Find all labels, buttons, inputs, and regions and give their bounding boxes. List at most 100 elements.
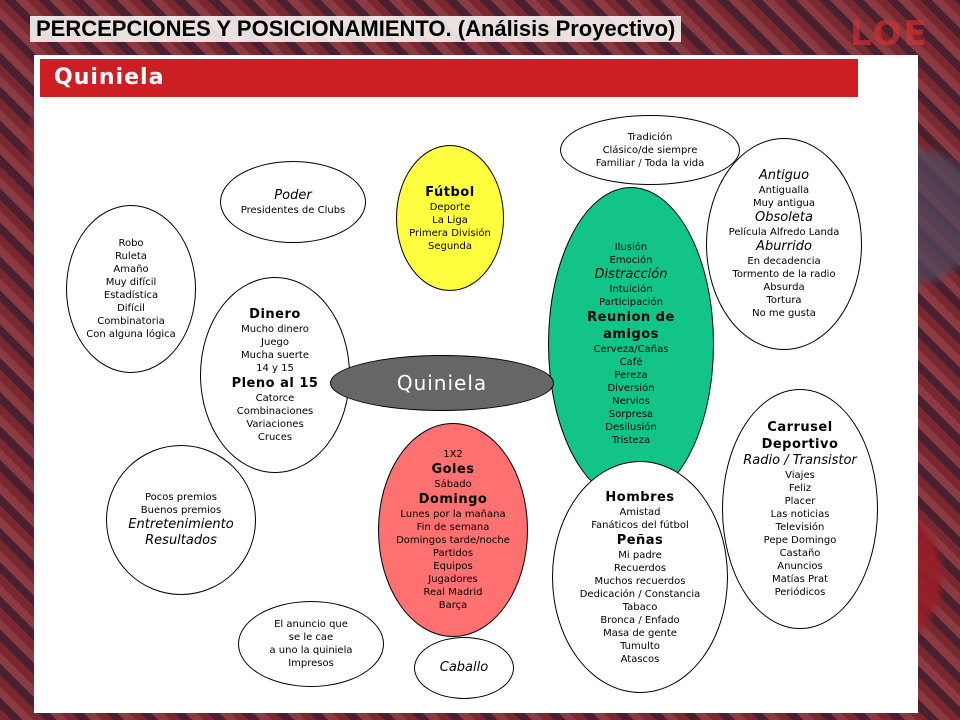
- oval-heading: Dinero: [249, 307, 301, 322]
- oval-item: Bronca / Enfado: [600, 614, 680, 626]
- oval-item: Periódicos: [774, 587, 826, 598]
- oval-item: Impresos: [288, 658, 334, 669]
- oval-item: Emoción: [609, 255, 653, 266]
- oval-item: Mucho dinero: [241, 324, 309, 335]
- oval-item: La Liga: [432, 214, 468, 226]
- oval-reunion: Ilusión Emoción Distracción Intuición Pa…: [548, 187, 714, 501]
- oval-item: Feliz: [788, 483, 812, 494]
- oval-item: a uno la quiniela: [269, 645, 353, 656]
- oval-item: Tortura: [766, 295, 802, 306]
- slide-title: PERCEPCIONES Y POSICIONAMIENTO. (Análisi…: [30, 16, 682, 42]
- oval-goles: 1X2 Goles Sábado Domingo Lunes por la ma…: [378, 423, 528, 637]
- oval-item: Cerveza/Cañas: [593, 344, 669, 355]
- oval-item: No me gusta: [752, 308, 816, 319]
- oval-item: Muy difícil: [105, 277, 157, 288]
- oval-heading: Reunion de: [587, 310, 675, 325]
- oval-item: Sábado: [434, 479, 472, 490]
- oval-item: Familiar / Toda la vida: [595, 157, 705, 169]
- oval-item: Placer: [784, 496, 816, 507]
- oval-item: Barça: [438, 600, 468, 611]
- oval-item: Muy antigua: [752, 198, 816, 209]
- oval-item: Presidentes de Clubs: [240, 204, 346, 216]
- oval-item: Combinatoria: [97, 316, 165, 327]
- oval-item: Tradición: [627, 131, 673, 143]
- oval-item: Primera División: [409, 227, 491, 239]
- oval-dinero: Dinero Mucho dinero Juego Mucha suerte 1…: [200, 277, 350, 473]
- oval-item: Amistad: [619, 506, 661, 518]
- oval-item: Ruleta: [115, 251, 147, 262]
- oval-heading: Poder: [274, 187, 312, 203]
- oval-item: Desilusión: [605, 422, 657, 433]
- oval-heading: Obsoleta: [755, 210, 813, 225]
- oval-item: Participación: [598, 297, 663, 308]
- oval-heading: Radio / Transistor: [743, 453, 857, 468]
- oval-item: Sorpresa: [608, 409, 654, 420]
- oval-carrusel: Carrusel Deportivo Radio / Transistor Vi…: [722, 389, 878, 629]
- oval-item: Amaño: [113, 264, 149, 275]
- oval-item: Masa de gente: [603, 627, 677, 639]
- oval-item: Anuncios: [777, 561, 823, 572]
- oval-heading: Fútbol: [425, 184, 475, 200]
- oval-item: Jugadores: [428, 574, 478, 585]
- oval-item: Fanáticos del fútbol: [591, 519, 689, 531]
- oval-item: Real Madrid: [423, 587, 483, 598]
- oval-heading: Entretenimiento: [128, 517, 234, 532]
- oval-hombres: Hombres Amistad Fanáticos del fútbol Peñ…: [552, 461, 728, 693]
- oval-item: El anuncio que: [274, 619, 348, 630]
- oval-item: Partidos: [432, 548, 474, 559]
- oval-heading: Caballo: [439, 660, 489, 675]
- oval-item: Absurda: [763, 282, 805, 293]
- oval-item: Tormento de la radio: [732, 269, 836, 280]
- oval-item: Equipos: [433, 561, 473, 572]
- center-label: Quiniela: [396, 370, 488, 395]
- oval-heading: Domingo: [418, 492, 488, 507]
- oval-antiguo: Antiguo Antigualla Muy antigua Obsoleta …: [706, 138, 862, 350]
- oval-heading: Resultados: [145, 533, 217, 548]
- oval-heading: amigos: [603, 327, 659, 342]
- oval-item: Estadística: [103, 290, 159, 301]
- oval-item: Deporte: [429, 201, 471, 213]
- oval-heading: Hombres: [605, 489, 675, 505]
- oval-item: Variaciones: [246, 419, 304, 430]
- section-band: Quiniela: [40, 59, 858, 97]
- oval-item: Intuición: [609, 284, 653, 295]
- oval-item: Difícil: [117, 303, 145, 314]
- oval-item: Fin de semana: [416, 522, 490, 533]
- oval-item: Café: [619, 357, 643, 368]
- oval-heading: Aburrido: [756, 239, 812, 254]
- oval-heading: Antiguo: [758, 168, 810, 183]
- oval-item: Antigualla: [758, 185, 810, 196]
- oval-item: Nervios: [612, 396, 650, 407]
- oval-item: Tristeza: [611, 435, 651, 446]
- oval-robo: Robo Ruleta Amaño Muy difícil Estadístic…: [66, 205, 196, 373]
- oval-item: Película Alfredo Landa: [728, 227, 840, 238]
- oval-item: Recuerdos: [613, 562, 667, 574]
- company-logo: LOE: [850, 14, 929, 54]
- oval-item: Televisión: [775, 522, 825, 533]
- oval-item: Lunes por la mañana: [400, 509, 506, 520]
- oval-item: Con alguna lógica: [86, 329, 176, 340]
- oval-heading: Carrusel: [767, 420, 833, 435]
- oval-item: Pocos premios: [144, 492, 218, 503]
- oval-item: 14 y 15: [256, 363, 294, 374]
- oval-item: Robo: [118, 238, 144, 249]
- oval-caballo: Caballo: [414, 637, 514, 699]
- oval-item: Domingos tarde/noche: [396, 535, 510, 546]
- oval-heading: Peñas: [616, 532, 664, 548]
- oval-item: Catorce: [255, 393, 295, 404]
- oval-item: Buenos premios: [140, 505, 222, 516]
- oval-item: En decadencia: [747, 256, 821, 267]
- oval-item: Tumulto: [620, 640, 660, 652]
- oval-item: Matías Prat: [772, 574, 828, 585]
- oval-item: Distracción: [594, 267, 668, 282]
- oval-anuncio: El anuncio que se le cae a uno la quinie…: [238, 601, 384, 687]
- center-oval: Quiniela: [330, 355, 554, 411]
- oval-item: Mi padre: [618, 549, 662, 561]
- oval-item: Castaño: [779, 548, 821, 559]
- oval-tradicion: Tradición Clásico/de siempre Familiar / …: [560, 115, 740, 185]
- oval-item: Las noticias: [770, 509, 830, 520]
- oval-heading: Pleno al 15: [231, 376, 319, 391]
- oval-item: Pepe Domingo: [763, 535, 837, 546]
- oval-futbol: Fútbol Deporte La Liga Primera División …: [396, 145, 504, 291]
- oval-item: Diversión: [607, 383, 655, 394]
